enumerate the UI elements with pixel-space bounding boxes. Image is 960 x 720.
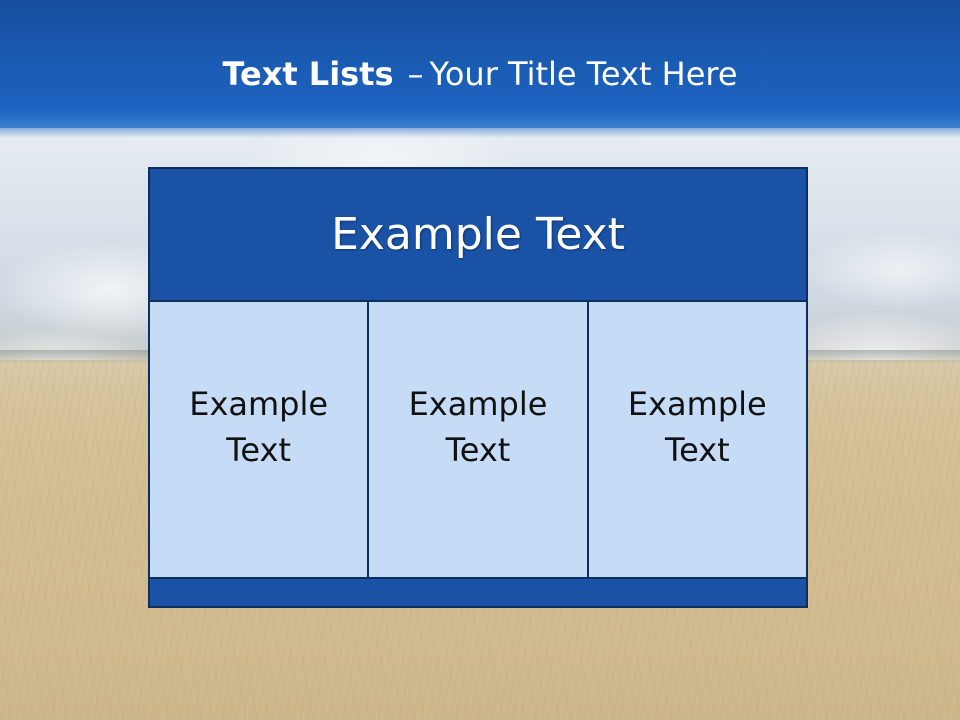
panel-cell-3: Example Text [588, 302, 806, 577]
panel-header: Example Text [150, 169, 806, 302]
title-bar: Text Lists–Your Title Text Here [0, 0, 960, 138]
panel-cell-2: Example Text [369, 302, 589, 577]
title-dash: – [407, 55, 424, 93]
panel-footer [150, 579, 806, 606]
slide-title: Text Lists–Your Title Text Here [0, 52, 960, 96]
title-bold-text: Text Lists [222, 55, 394, 93]
panel-cell-text: Example Text [408, 384, 548, 469]
panel-cell-text: Example Text [189, 384, 329, 469]
text-list-panel: Example Text Example Text Example Text E… [148, 167, 808, 608]
panel-cell-1: Example Text [150, 302, 370, 577]
title-rest-text: Your Title Text Here [429, 55, 738, 93]
panel-cell-text: Example Text [627, 384, 767, 469]
panel-cells: Example Text Example Text Example Text [150, 302, 806, 579]
